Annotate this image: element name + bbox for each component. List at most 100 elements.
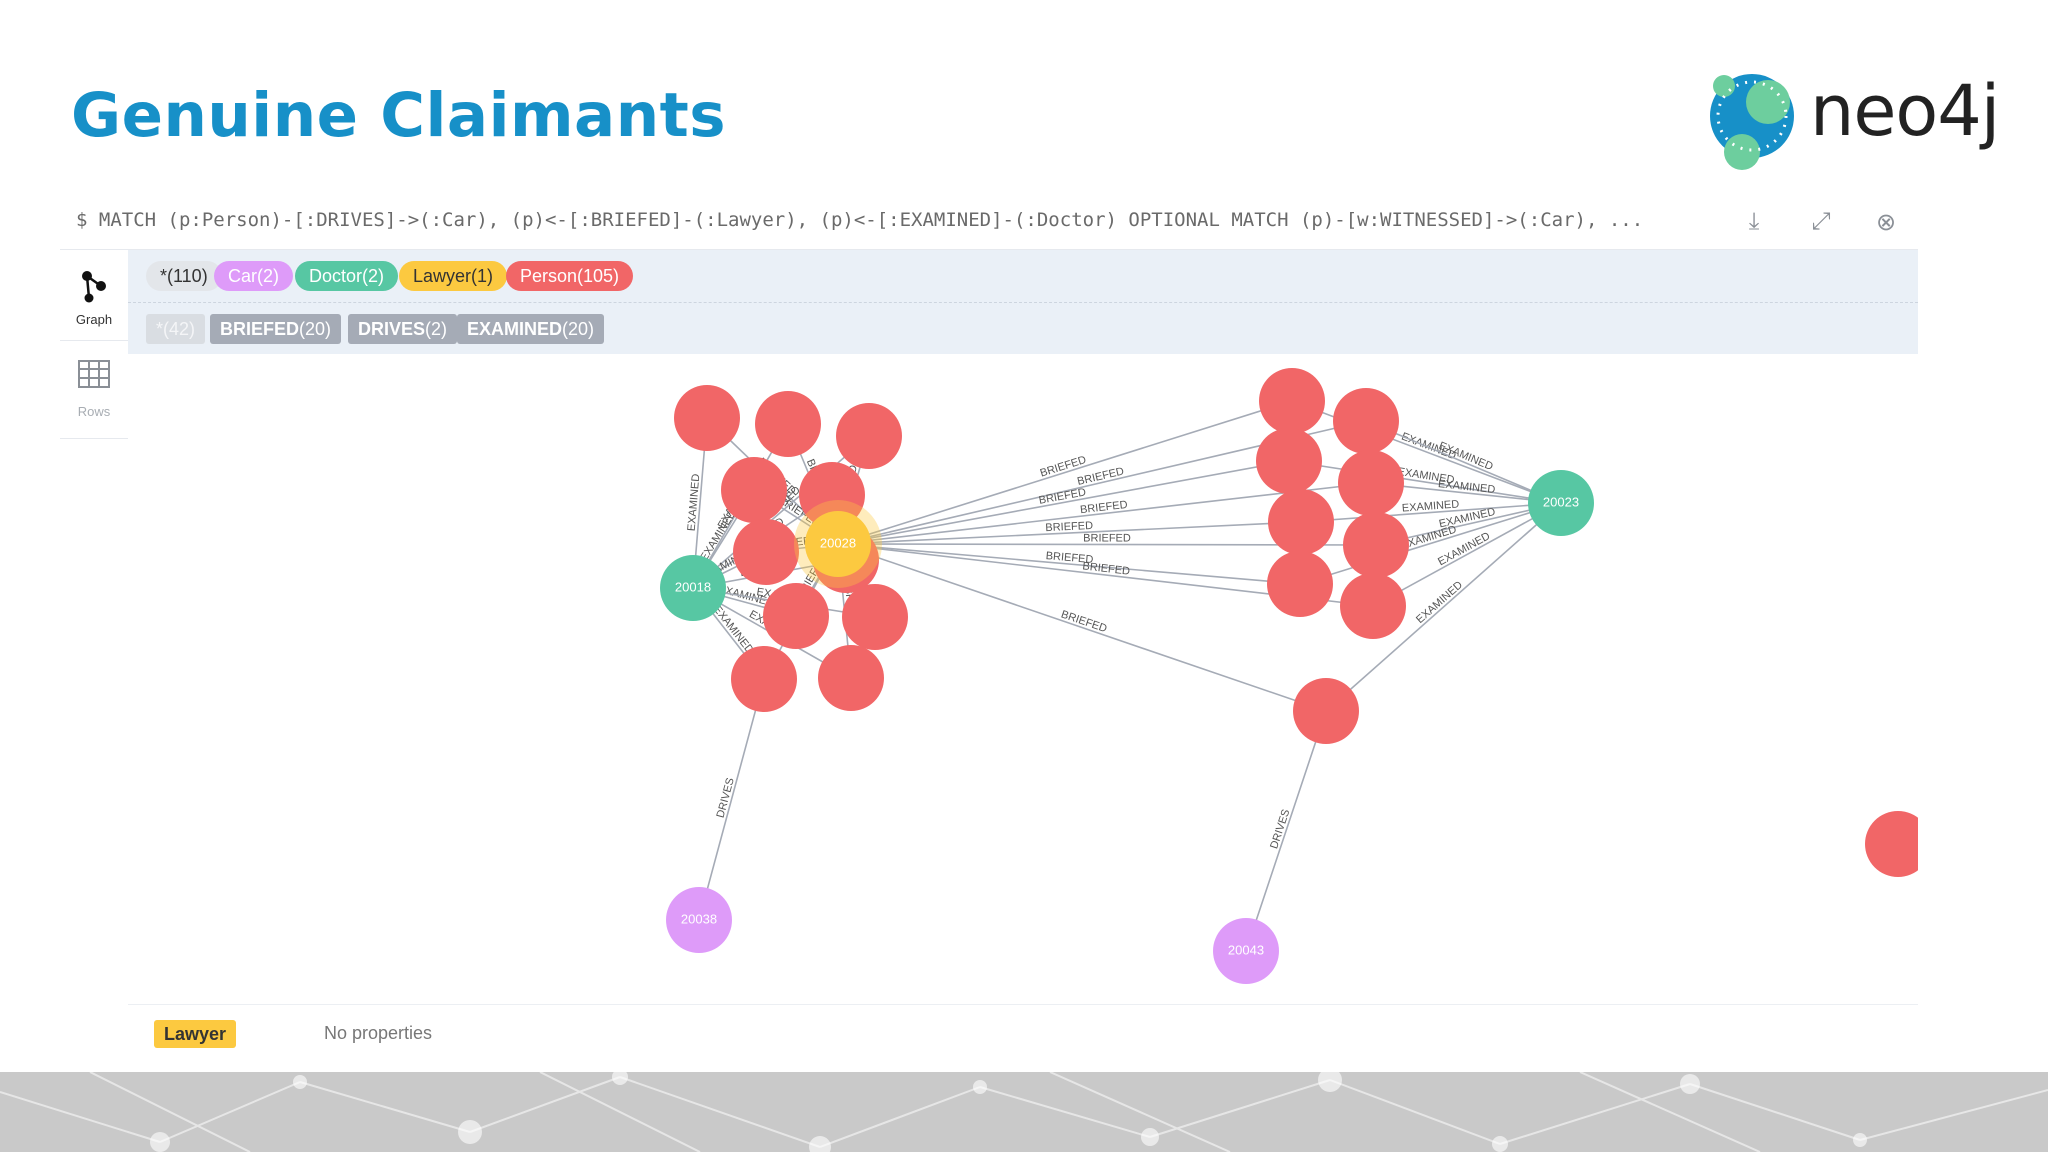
briefed-edge bbox=[837, 460, 1290, 545]
examined-edge bbox=[1288, 460, 1562, 504]
briefed-edge-label: BRIEFED bbox=[1083, 532, 1131, 544]
close-circle-icon: ⊗ bbox=[1875, 208, 1897, 236]
person-node bbox=[755, 391, 821, 457]
download-icon: ⤓ bbox=[1748, 208, 1760, 235]
person-node bbox=[733, 519, 799, 585]
briefed-edge-label: BRIEFED bbox=[1082, 560, 1131, 577]
briefed-edge-label: BRIEFED bbox=[1059, 608, 1108, 635]
person-node bbox=[1338, 450, 1404, 516]
examined-edge-label: EXAMINED bbox=[1437, 478, 1495, 496]
person-node bbox=[763, 583, 829, 649]
graph-view-label: Graph bbox=[75, 312, 113, 327]
relationship-all-tag[interactable]: *(42) bbox=[146, 314, 206, 344]
sidebar-divider bbox=[60, 438, 128, 439]
label-filter-pill[interactable]: Doctor(2) bbox=[295, 261, 399, 291]
briefed-edge bbox=[837, 400, 1293, 545]
drives-edge-label: DRIVES bbox=[715, 777, 737, 820]
doctor-node bbox=[660, 555, 726, 621]
sidebar-divider bbox=[60, 340, 128, 341]
legend-divider bbox=[128, 302, 1918, 303]
briefed-edge bbox=[837, 521, 1302, 545]
label-filter-pill[interactable]: Person(105) bbox=[506, 261, 634, 291]
car-node bbox=[1213, 918, 1279, 984]
examined-edge-label: EXAMINED bbox=[1401, 498, 1459, 514]
examined-edge bbox=[1372, 502, 1562, 607]
person-node bbox=[1333, 388, 1399, 454]
relationship-briefed-name: BRIEFED bbox=[220, 319, 300, 339]
person-node bbox=[1259, 368, 1325, 434]
person-node bbox=[836, 403, 902, 469]
relationship-examined-tag[interactable]: EXAMINED(20) bbox=[457, 314, 605, 344]
examined-edge bbox=[1299, 502, 1562, 585]
selected-label-tag[interactable]: Lawyer bbox=[154, 1020, 237, 1048]
briefed-edge-label: BRIEFED bbox=[1076, 465, 1125, 488]
doctor-node-label: 20023 bbox=[1543, 494, 1579, 509]
briefed-edge bbox=[837, 543, 1327, 712]
lawyer-node-label: 20028 bbox=[820, 535, 856, 550]
doctor-node bbox=[1528, 470, 1594, 536]
network-pattern-decoration bbox=[0, 1072, 2048, 1152]
label-filter-pill[interactable]: Car(2) bbox=[214, 261, 294, 291]
legend-panel: *(110)Car(2)Doctor(2)Lawyer(1)Person(105… bbox=[128, 250, 1918, 354]
table-icon bbox=[78, 360, 110, 388]
drives-edge-label: DRIVES bbox=[1268, 808, 1292, 851]
person-node bbox=[1343, 512, 1409, 578]
examined-edge bbox=[1325, 502, 1562, 712]
doctor-node-label: 20018 bbox=[675, 579, 711, 594]
label-filter-pill[interactable]: *(110) bbox=[146, 261, 222, 291]
lawyer-node bbox=[805, 511, 871, 577]
neo4j-logo-icon bbox=[1710, 74, 1794, 170]
examined-edge bbox=[692, 435, 870, 589]
decorative-footer-band bbox=[0, 1072, 2048, 1152]
relationship-briefed-tag[interactable]: BRIEFED(20) bbox=[210, 314, 342, 344]
drives-edge bbox=[1245, 710, 1327, 952]
person-node bbox=[818, 645, 884, 711]
relationship-examined-name: EXAMINED bbox=[467, 319, 563, 339]
cypher-query-text[interactable]: $ MATCH (p:Person)-[:DRIVES]->(:Car), (p… bbox=[76, 209, 1644, 231]
neo4j-logo: neo4j bbox=[1700, 64, 2000, 174]
view-sidebar: Graph Rows bbox=[60, 250, 129, 1058]
relationship-drives-name: DRIVES bbox=[358, 319, 426, 339]
graph-svg[interactable]: BRIEFEDBRIEFEDBRIEFEDBRIEFEDBRIEFEDBRIEF… bbox=[128, 354, 1918, 1004]
person-node bbox=[1340, 573, 1406, 639]
examined-edge-label: EXAMINED bbox=[686, 473, 703, 531]
query-bar: $ MATCH (p:Person)-[:DRIVES]->(:Car), (p… bbox=[60, 196, 1918, 248]
graph-icon bbox=[82, 271, 106, 303]
expand-icon: ⤢ bbox=[1811, 208, 1831, 235]
close-button[interactable]: ⊗ bbox=[1866, 202, 1906, 242]
briefed-edge bbox=[837, 543, 1301, 585]
briefed-edge-label: BRIEFED bbox=[1045, 520, 1093, 534]
neo4j-logo-text: neo4j bbox=[1810, 70, 2000, 152]
rows-view-label: Rows bbox=[77, 404, 111, 419]
briefed-edge-label: BRIEFED bbox=[1045, 550, 1094, 566]
car-node-label: 20043 bbox=[1228, 942, 1264, 957]
selected-properties-text: No properties bbox=[324, 1023, 433, 1043]
relationship-drives-tag[interactable]: DRIVES(2) bbox=[348, 314, 458, 344]
relationship-drives-count: (2) bbox=[425, 319, 448, 339]
car-node-label: 20038 bbox=[681, 911, 717, 926]
graph-view-button[interactable]: Graph bbox=[60, 250, 128, 340]
person-node bbox=[1267, 551, 1333, 617]
person-node bbox=[842, 584, 908, 650]
relationship-examined-count: (20) bbox=[562, 319, 595, 339]
person-node bbox=[1256, 428, 1322, 494]
rows-view-button[interactable]: Rows bbox=[60, 342, 128, 432]
person-node bbox=[674, 385, 740, 451]
person-node bbox=[799, 462, 865, 528]
download-button[interactable]: ⤓ bbox=[1734, 202, 1774, 242]
person-node bbox=[731, 646, 797, 712]
person-node bbox=[1268, 489, 1334, 555]
person-node bbox=[1865, 811, 1918, 877]
examined-edge bbox=[1365, 420, 1562, 504]
slide-title: Genuine Claimants bbox=[71, 80, 727, 151]
drives-edge bbox=[698, 678, 765, 921]
label-filter-pill[interactable]: Lawyer(1) bbox=[399, 261, 508, 291]
inspector-footer: Lawyer No properties bbox=[128, 1004, 1918, 1059]
person-node bbox=[721, 457, 787, 523]
briefed-edge-label: BRIEFED bbox=[1079, 499, 1128, 516]
person-node bbox=[1293, 678, 1359, 744]
car-node bbox=[666, 887, 732, 953]
expand-button[interactable]: ⤢ bbox=[1801, 202, 1841, 242]
examined-edge-label: EXAMINED bbox=[1414, 579, 1465, 626]
